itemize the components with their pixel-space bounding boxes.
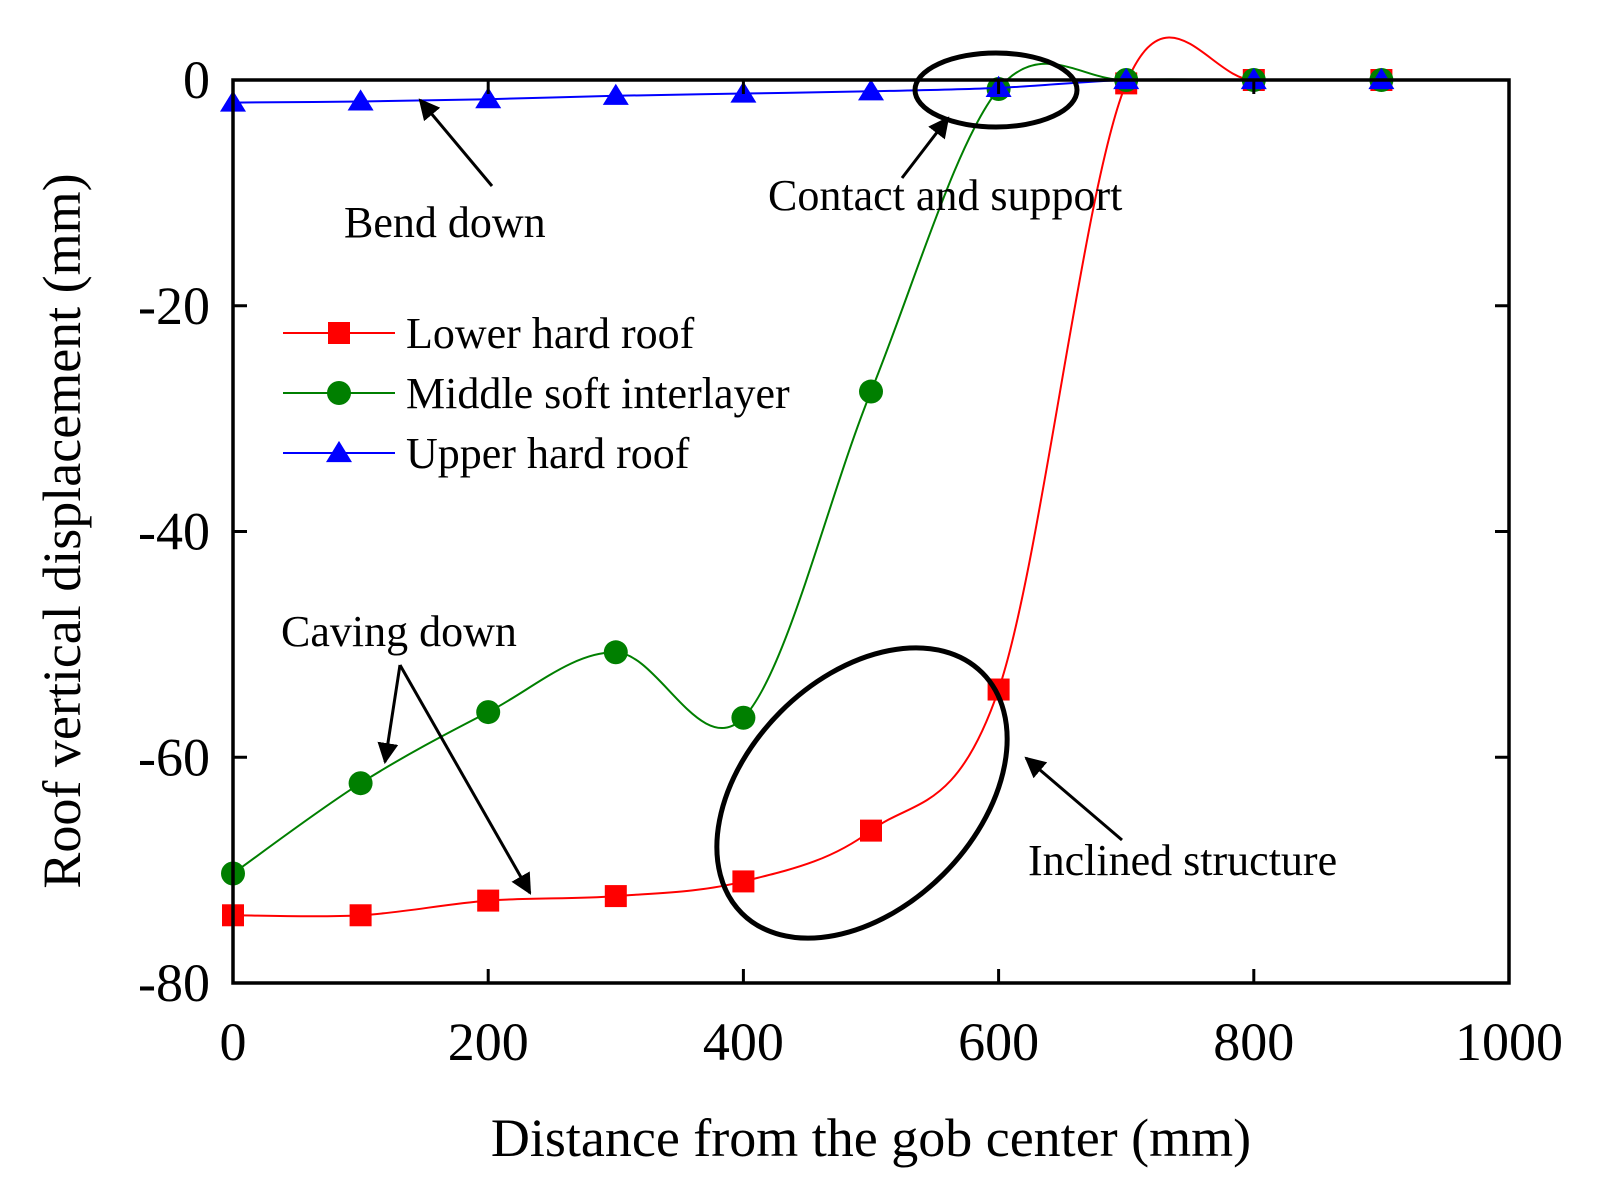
tick-layer [231,78,1511,985]
svg-text:Bend down: Bend down [344,198,546,247]
legend-item-middle-soft-interlayer: Middle soft interlayer [283,369,790,418]
x-tick-label: 400 [703,1012,784,1072]
data-point-middle-soft-interlayer [476,700,501,725]
data-point-upper-hard-roof [602,83,629,105]
legend-marker [326,440,352,463]
annotation-caving-down: Caving down [281,607,532,895]
series-upper-hard-roof [220,67,1395,112]
series-line-lower-hard-roof [232,36,1382,918]
legend-label: Upper hard roof [406,429,690,478]
data-point-lower-hard-roof [604,885,627,908]
y-axis-title: Roof vertical displacement (mm) [32,173,92,888]
data-point-lower-hard-roof [349,904,372,927]
legend-marker [327,381,351,405]
series-line-upper-hard-roof [232,78,1382,104]
legend-marker [328,322,350,344]
data-point-lower-hard-roof [860,819,882,842]
svg-text:Caving down: Caving down [281,607,517,656]
data-point-middle-soft-interlayer [731,705,756,730]
x-tick-label: 1000 [1455,1012,1563,1072]
x-tick-label: 200 [448,1012,529,1072]
annotation-inclined-structure: Inclined structure [714,645,1337,941]
y-tick-label: -80 [138,953,210,1013]
y-tick-label: -40 [138,502,210,562]
svg-text:Inclined structure: Inclined structure [1028,836,1337,885]
annotation-contact-support: Contact and support [768,50,1122,220]
legend-label: Lower hard roof [406,309,695,358]
annotation-bend-down: Bend down [344,98,546,247]
data-point-lower-hard-roof [477,889,500,912]
legend-label: Middle soft interlayer [406,369,790,418]
x-tick-label: 0 [220,1012,247,1072]
tick-labels: 0 200 400 600 800 1000 0 -20 -40 -60 -80 [138,50,1563,1072]
y-tick-label: 0 [183,50,210,110]
series-layer [220,36,1395,927]
y-tick-label: -20 [138,276,210,336]
data-point-upper-hard-roof [858,79,884,101]
data-point-upper-hard-roof [475,87,502,109]
x-tick-label: 800 [1213,1012,1294,1072]
data-point-middle-soft-interlayer [348,771,373,796]
legend-item-lower-hard-roof: Lower hard roof [283,309,695,358]
legend-item-upper-hard-roof: Upper hard roof [283,429,690,478]
data-point-upper-hard-roof [347,89,374,111]
data-point-lower-hard-roof [732,870,755,893]
x-tick-label: 600 [958,1012,1039,1072]
data-point-middle-soft-interlayer [859,379,883,404]
data-point-middle-soft-interlayer [603,640,628,665]
y-tick-label: -60 [138,727,210,787]
x-axis-title: Distance from the gob center (mm) [491,1108,1251,1168]
svg-text:Contact and support: Contact and support [768,171,1122,220]
